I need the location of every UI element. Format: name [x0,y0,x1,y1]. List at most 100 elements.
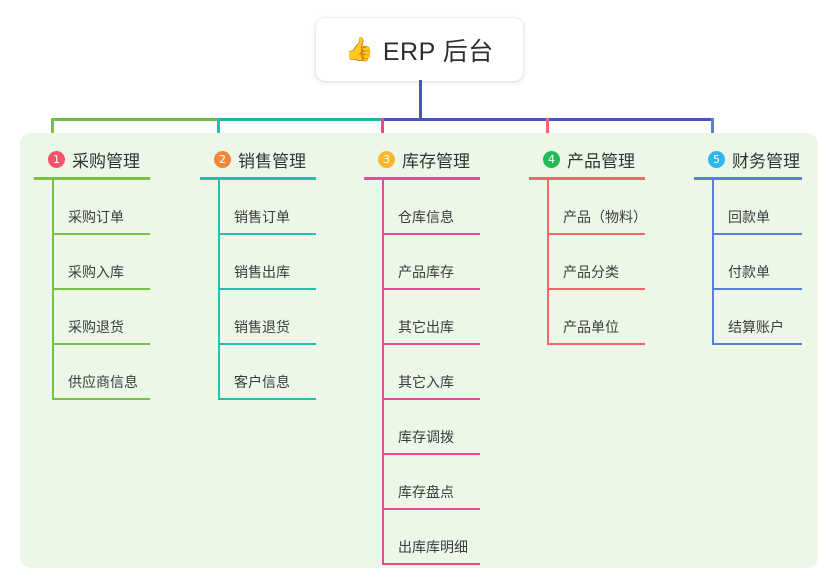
branch-item-underline [52,398,150,400]
branch-item[interactable]: 产品单位 [529,290,679,345]
branch-item[interactable]: 产品（物料） [529,180,679,235]
branch-item-label: 销售出库 [234,264,290,280]
branch-underline-1 [34,177,150,180]
branch-item[interactable]: 供应商信息 [34,345,184,400]
branch-item-underline [52,343,150,345]
branch-spine-3 [382,180,384,565]
branch-item[interactable]: 销售出库 [200,235,350,290]
branch-item-label: 采购退货 [68,319,124,335]
branch-badge-icon-4: 4 [543,150,560,168]
branch-item-label: 供应商信息 [68,374,138,390]
branch-item-label: 仓库信息 [398,209,454,225]
branch-spine-4 [547,180,549,345]
branch-item[interactable]: 结算账户 [694,290,836,345]
branch-item-underline [52,288,150,290]
branch-item-underline [218,343,316,345]
branch-item[interactable]: 客户信息 [200,345,350,400]
branch-item[interactable]: 销售退货 [200,290,350,345]
branch-item[interactable]: 其它出库 [364,290,514,345]
branch-title-2: 销售管理 [238,151,306,171]
branch-item-label: 产品单位 [563,319,619,335]
branch-item[interactable]: 出库库明细 [364,510,514,565]
branch-item-underline [547,233,645,235]
branch-drop-2 [217,118,220,140]
branch-drop-4 [546,118,549,140]
branch-item-label: 付款单 [728,264,770,280]
branch-item-underline [382,563,480,565]
branch-item-underline [547,343,645,345]
branch-item-underline [218,398,316,400]
branch-column-5: 5 财务管理回款单付款单结算账户 [694,146,836,345]
branch-item[interactable]: 库存盘点 [364,455,514,510]
branch-spine-5 [712,180,714,345]
branch-underline-2 [200,177,316,180]
branch-item[interactable]: 采购订单 [34,180,184,235]
branch-item[interactable]: 付款单 [694,235,836,290]
branch-item[interactable]: 仓库信息 [364,180,514,235]
branch-item[interactable]: 销售订单 [200,180,350,235]
branch-item-underline [382,288,480,290]
branch-spine-2 [218,180,220,400]
branch-item-label: 产品库存 [398,264,454,280]
branch-column-2: 2 销售管理销售订单销售出库销售退货客户信息 [200,146,350,400]
branch-item[interactable]: 采购退货 [34,290,184,345]
branch-item[interactable]: 其它入库 [364,345,514,400]
mindmap-panel [20,133,818,568]
branch-item-label: 库存盘点 [398,484,454,500]
branch-item-underline [712,288,802,290]
branch-underline-5 [694,177,802,180]
branch-item-underline [382,453,480,455]
branch-item[interactable]: 库存调拨 [364,400,514,455]
branch-item-label: 采购订单 [68,209,124,225]
branch-item-underline [218,288,316,290]
branch-underline-3 [364,177,480,180]
branch-spine-1 [52,180,54,400]
branch-title-1: 采购管理 [72,151,140,171]
branch-item-underline [52,233,150,235]
root-node[interactable]: 👍 ERP 后台 [316,18,523,81]
branch-underline-4 [529,177,645,180]
branch-item-underline [712,233,802,235]
branch-item[interactable]: 产品库存 [364,235,514,290]
branch-item[interactable]: 产品分类 [529,235,679,290]
branch-item-underline [382,233,480,235]
branch-item[interactable]: 采购入库 [34,235,184,290]
branch-items-5: 回款单付款单结算账户 [694,180,836,345]
branch-item-label: 回款单 [728,209,770,225]
branch-header-5[interactable]: 5 财务管理 [694,146,836,172]
thumbs-up-icon: 👍 [345,36,374,62]
branch-items-4: 产品（物料） 产品分类产品单位 [529,180,679,345]
branch-item-label: 销售退货 [234,319,290,335]
branch-item-label: 库存调拨 [398,429,454,445]
root-stem [419,80,422,121]
branch-header-2[interactable]: 2 销售管理 [200,146,350,172]
branch-item-label: 出库库明细 [398,539,468,555]
branch-items-3: 仓库信息产品库存其它出库其它入库库存调拨库存盘点出库库明细 [364,180,514,565]
branch-item-underline [218,233,316,235]
branch-item-label: 产品分类 [563,264,619,280]
branch-item-label: 产品（物料） [563,209,647,225]
branch-title-5: 财务管理 [732,151,800,171]
branch-item-label: 其它入库 [398,374,454,390]
branch-item[interactable]: 回款单 [694,180,836,235]
branch-badge-icon-2: 2 [214,150,231,168]
branch-item-label: 客户信息 [234,374,290,390]
root-title: ERP 后台 [382,37,494,66]
branch-item-label: 销售订单 [234,209,290,225]
branch-title-3: 库存管理 [402,151,470,171]
branch-item-label: 其它出库 [398,319,454,335]
branch-item-underline [547,288,645,290]
branch-items-2: 销售订单销售出库销售退货客户信息 [200,180,350,400]
branch-item-underline [712,343,802,345]
branch-drop-1 [51,118,54,140]
branch-badge-icon-5: 5 [708,150,725,168]
branch-item-label: 采购入库 [68,264,124,280]
bus-segment-left [51,118,219,121]
branch-item-underline [382,508,480,510]
